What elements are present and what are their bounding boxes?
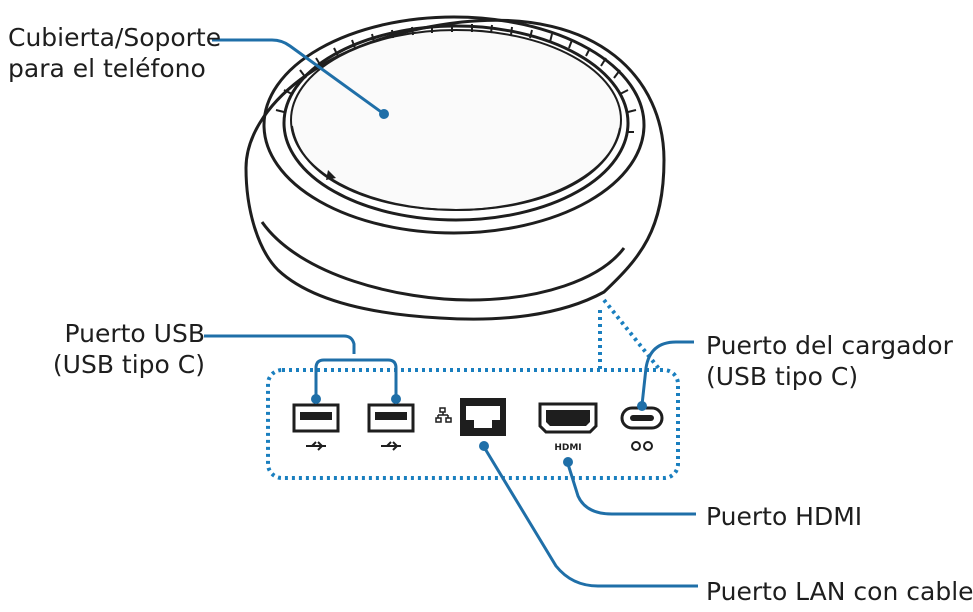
leader-lan: [482, 446, 698, 588]
rim-ticks: [275, 24, 637, 133]
label-lan-line1: Puerto LAN con cable: [706, 577, 973, 606]
leader-hdmi: [566, 463, 696, 516]
hdmi-port-icon: HDMI: [538, 402, 598, 453]
label-usb-port: Puerto USB (USB tipo C): [53, 318, 205, 380]
leader-usb: [204, 334, 356, 354]
label-lan-port: Puerto LAN con cable: [706, 576, 973, 607]
usb-a-port-icon: [292, 403, 340, 433]
label-charger-line2: (USB tipo C): [706, 362, 859, 391]
leader-cover: [212, 38, 385, 116]
charger-symbol-icon: [631, 441, 653, 451]
panel-connector-right: [602, 298, 662, 372]
label-hdmi-port: Puerto HDMI: [706, 501, 862, 532]
label-cover-line1: Cubierta/Soporte: [8, 23, 222, 52]
usb-a-port-icon: [367, 403, 415, 433]
label-charger-line1: Puerto del cargador: [706, 331, 953, 360]
label-usb-line2: (USB tipo C): [52, 350, 205, 379]
label-cover: Cubierta/Soporte para el teléfono: [8, 22, 221, 84]
usb-symbol-icon: [306, 441, 401, 451]
label-usb-line1: Puerto USB: [64, 319, 205, 348]
ethernet-port-icon: [460, 398, 506, 436]
port-panel-outline: [266, 368, 680, 480]
leader-charger: [640, 340, 694, 406]
leader-lines: [204, 38, 698, 588]
hdmi-mark: HDMI: [554, 443, 581, 453]
label-cover-line2: para el teléfono: [8, 54, 206, 83]
dock-body: [244, 15, 666, 321]
network-symbol-icon: [435, 407, 452, 423]
label-hdmi-line1: Puerto HDMI: [706, 502, 863, 531]
label-charger-port: Puerto del cargador (USB tipo C): [706, 330, 953, 392]
